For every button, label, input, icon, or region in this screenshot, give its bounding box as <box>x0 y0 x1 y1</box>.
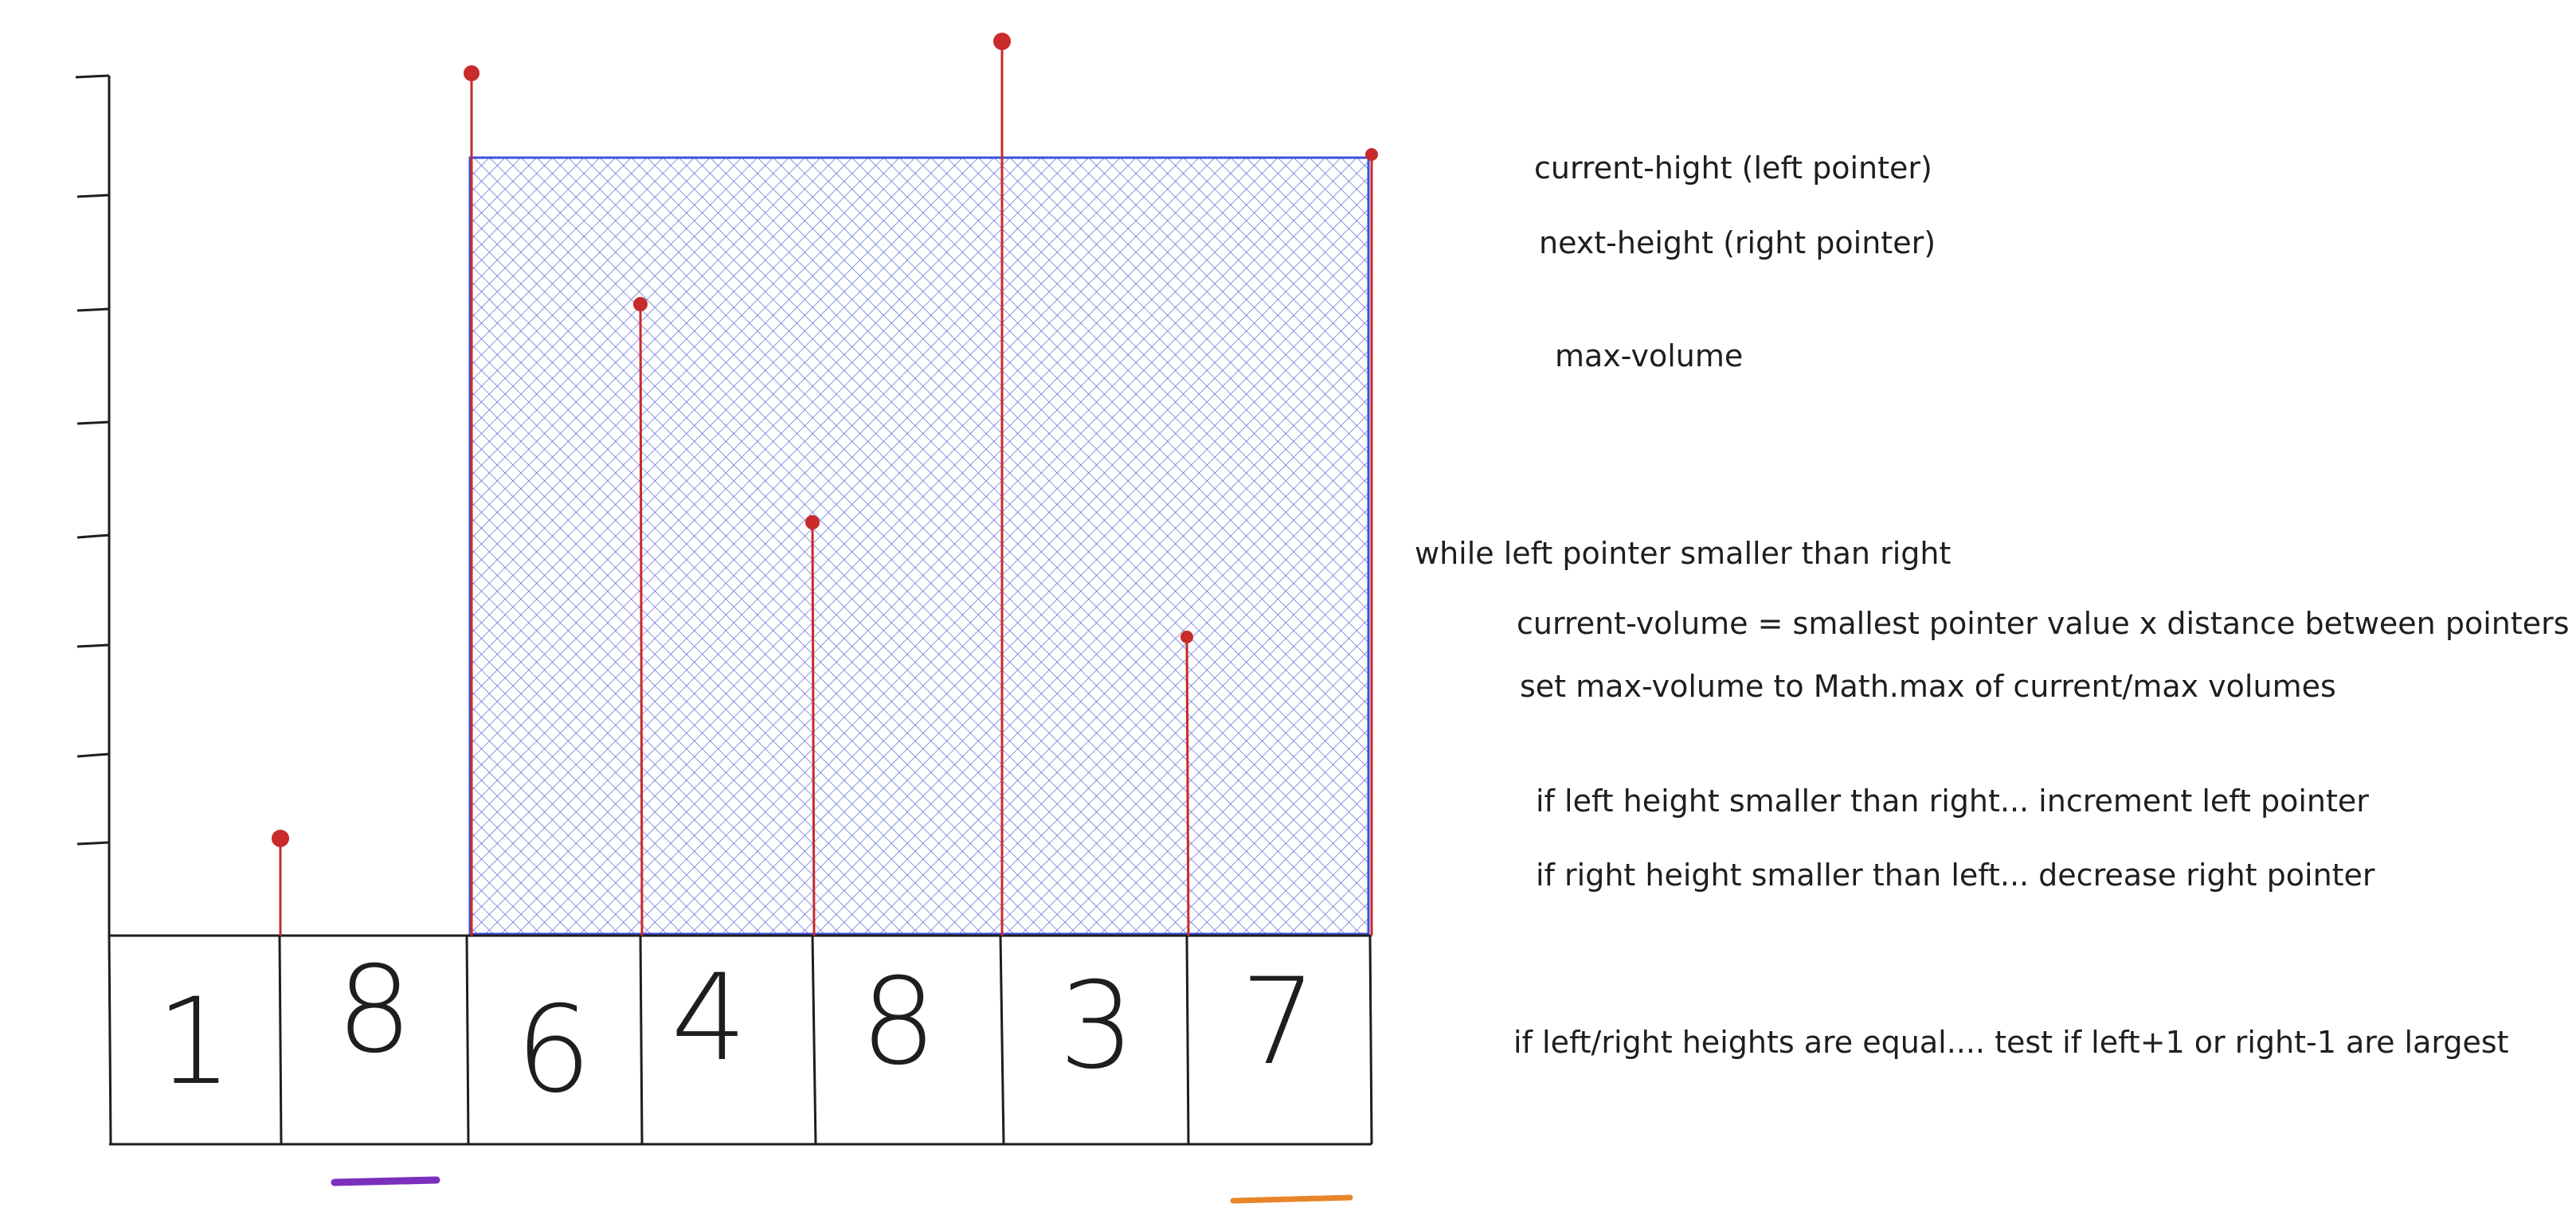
y-axis-tick <box>76 643 110 648</box>
height-stem-dot <box>993 33 1011 50</box>
cell-value: 7 <box>1240 953 1316 1092</box>
height-stem-dot <box>633 297 648 311</box>
right-pointer-marker <box>1230 1194 1353 1204</box>
note-if-left: if left height smaller than right... inc… <box>1536 784 2369 819</box>
height-stem-dot <box>1365 148 1378 161</box>
note-current-volume: current-volume = smallest pointer value … <box>1517 606 2570 641</box>
table-divider <box>108 935 112 1145</box>
note-next-height: next-height (right pointer) <box>1539 225 1936 260</box>
water-area <box>468 156 1370 936</box>
table-divider <box>465 935 470 1145</box>
table-divider <box>639 935 644 1145</box>
cell-value: 8 <box>860 953 936 1092</box>
table-divider <box>999 935 1005 1145</box>
note-set-max: set max-volume to Math.max of current/ma… <box>1520 669 2336 704</box>
height-stem-dot <box>1180 631 1193 643</box>
table-divider <box>1185 935 1190 1145</box>
height-stem-dot <box>464 65 480 81</box>
y-axis-tick <box>76 307 110 312</box>
y-axis-tick <box>75 74 110 79</box>
cell-value: 3 <box>1059 957 1134 1096</box>
table-divider <box>811 935 817 1145</box>
y-axis-tick <box>76 420 110 425</box>
note-max-volume: max-volume <box>1555 338 1744 373</box>
y-axis-tick <box>76 533 110 539</box>
table-divider <box>278 935 283 1145</box>
y-axis <box>75 74 111 936</box>
height-stem <box>1185 636 1190 936</box>
water-outline <box>468 156 1370 936</box>
left-pointer-marker <box>331 1176 440 1186</box>
y-axis-tick <box>76 193 110 198</box>
cell-value: 8 <box>336 941 412 1080</box>
height-stem <box>811 522 816 936</box>
cell-value: 6 <box>515 981 591 1120</box>
height-stem <box>639 303 644 936</box>
cell-value: 4 <box>671 949 746 1088</box>
note-current-height: current-hight (left pointer) <box>1534 150 1932 186</box>
y-axis-tick <box>76 841 110 846</box>
height-stem-dot <box>272 830 289 847</box>
water-hatch-b <box>470 158 1368 934</box>
height-stems <box>272 33 1378 936</box>
table-divider <box>1368 935 1373 1145</box>
height-table: 1 8 6 4 8 3 7 <box>108 934 1373 1146</box>
note-while-loop: while left pointer smaller than right <box>1415 536 1952 571</box>
note-if-equal: if left/right heights are equal.... test… <box>1513 1025 2509 1060</box>
note-if-right: if right height smaller than left... dec… <box>1536 858 2375 893</box>
height-stem-dot <box>805 515 820 530</box>
cell-value: 1 <box>156 973 232 1112</box>
y-axis-tick <box>76 752 110 758</box>
